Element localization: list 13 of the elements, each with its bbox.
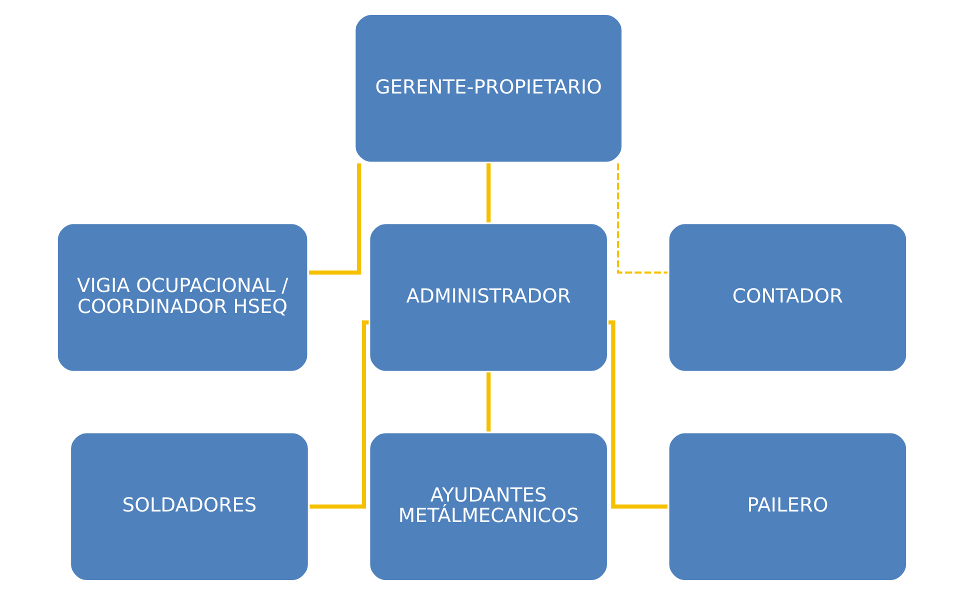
node-box: SOLDADORES	[68, 430, 311, 583]
connector	[310, 320, 369, 509]
connector	[308, 163, 362, 275]
node-box: GERENTE-PROPIETARIO	[352, 12, 624, 165]
node-box: ADMINISTRADOR	[367, 221, 610, 374]
node-box: PAILERO	[666, 430, 909, 583]
connector	[486, 372, 491, 432]
node-box: CONTADOR	[666, 221, 909, 374]
connector	[486, 163, 491, 222]
connector	[608, 320, 668, 509]
node-box: AYUDANTES METÁLMECANICOS	[367, 430, 610, 583]
connector	[617, 163, 668, 274]
node-box: VIGIA OCUPACIONAL / COORDINADOR HSEQ	[55, 221, 310, 374]
